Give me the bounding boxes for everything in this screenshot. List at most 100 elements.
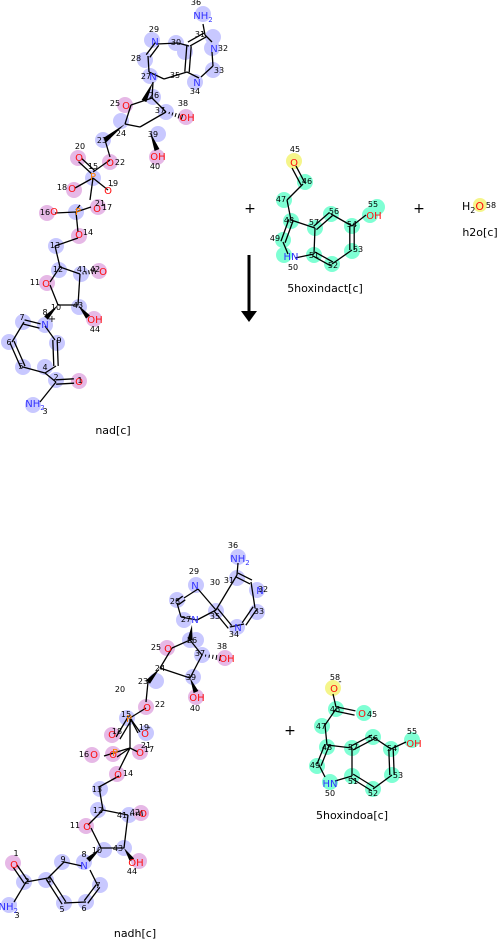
atom-number: 56 xyxy=(368,734,378,743)
bond xyxy=(186,71,200,79)
atom-number: 37 xyxy=(155,106,165,115)
bond xyxy=(250,581,256,609)
bond xyxy=(183,588,199,599)
atom-number: 38 xyxy=(217,642,227,651)
bond xyxy=(44,372,57,383)
atom-label: OH xyxy=(128,858,143,869)
atom-number: 16 xyxy=(40,208,50,217)
bond xyxy=(52,340,55,367)
bond xyxy=(163,71,188,80)
atom-label: O xyxy=(122,101,130,112)
atom-highlight xyxy=(90,199,106,215)
reaction-operators: +++ xyxy=(244,201,425,739)
atom-number: 6 xyxy=(6,338,11,347)
atom-number: 24 xyxy=(155,664,165,673)
atom-label: N xyxy=(191,581,198,592)
atom-highlight xyxy=(204,40,220,56)
atom-number: 7 xyxy=(19,313,24,322)
bond xyxy=(286,199,292,221)
wedge-bond xyxy=(190,678,199,694)
wedge-bond xyxy=(78,305,90,319)
atom-highlight xyxy=(138,725,154,741)
bond xyxy=(145,681,149,703)
bond xyxy=(316,215,333,231)
bond xyxy=(98,775,120,788)
atom-highlight xyxy=(230,549,246,565)
bond xyxy=(83,884,97,902)
atom-number: 50 xyxy=(325,789,335,798)
atom-number: 23 xyxy=(97,136,107,145)
atom-label: O xyxy=(109,750,117,761)
atom-highlight xyxy=(109,766,125,782)
bond xyxy=(49,876,67,903)
hash-bond xyxy=(93,267,97,275)
bond xyxy=(324,724,328,746)
bond xyxy=(284,220,294,243)
hash-bond xyxy=(88,270,90,275)
plus-sign: + xyxy=(244,201,256,217)
bond xyxy=(130,97,153,106)
atom-number: 35 xyxy=(210,612,220,621)
nad-bonds xyxy=(9,23,214,403)
atom-label: O xyxy=(164,644,172,655)
hash-bond xyxy=(215,654,218,660)
bond xyxy=(372,774,393,790)
bond xyxy=(87,809,104,826)
plus-sign: + xyxy=(413,201,425,217)
atom-label: O xyxy=(104,186,112,197)
atom-number: 21 xyxy=(141,741,151,750)
bond xyxy=(177,599,186,606)
atom-number: 40 xyxy=(190,704,200,713)
bond xyxy=(159,647,173,669)
atom-highlight xyxy=(188,577,204,593)
atom-label: O xyxy=(358,709,366,720)
atom-highlight xyxy=(229,619,245,635)
atom-number: 43 xyxy=(73,301,83,310)
bond xyxy=(286,183,304,201)
atom-highlight xyxy=(150,126,166,142)
bond xyxy=(129,707,147,719)
bond xyxy=(81,157,95,171)
bond xyxy=(89,177,94,201)
atom-highlight xyxy=(56,895,72,911)
atom-number: 53 xyxy=(353,245,363,254)
bond xyxy=(25,877,49,883)
atom-highlight xyxy=(102,154,118,170)
atom-number: 39 xyxy=(186,673,196,682)
atom-number: 2 xyxy=(24,877,29,886)
wedge-bond xyxy=(103,124,125,143)
atom-number: 57 xyxy=(348,743,358,752)
atom-number: 34 xyxy=(190,87,200,96)
atom-label: O xyxy=(83,822,91,833)
bond xyxy=(115,716,129,738)
bond xyxy=(77,273,81,306)
bond xyxy=(123,814,129,849)
atom-number: 4 xyxy=(42,363,47,372)
bond xyxy=(318,764,326,778)
atom-highlight xyxy=(105,746,121,762)
bond xyxy=(156,42,179,45)
amine-label: NH2 xyxy=(193,11,212,24)
atom-highlight xyxy=(188,689,204,705)
bond xyxy=(184,45,188,72)
atom-number: 30 xyxy=(171,38,181,47)
bond xyxy=(9,342,22,369)
bond xyxy=(139,111,167,128)
atom-label: P xyxy=(112,748,118,759)
atom-highlight xyxy=(404,732,420,748)
atom-label: N xyxy=(256,586,263,597)
atom-number: 11 xyxy=(70,821,80,830)
atom-number: 34 xyxy=(229,630,239,639)
atom-number: 58 xyxy=(330,673,340,682)
bond xyxy=(124,123,141,128)
atom-number: 1 xyxy=(13,849,18,858)
bond xyxy=(78,161,92,175)
atom-number: 6 xyxy=(81,904,86,913)
bond xyxy=(75,206,92,213)
atom-label: N xyxy=(151,37,158,48)
atom-highlight xyxy=(39,205,55,221)
